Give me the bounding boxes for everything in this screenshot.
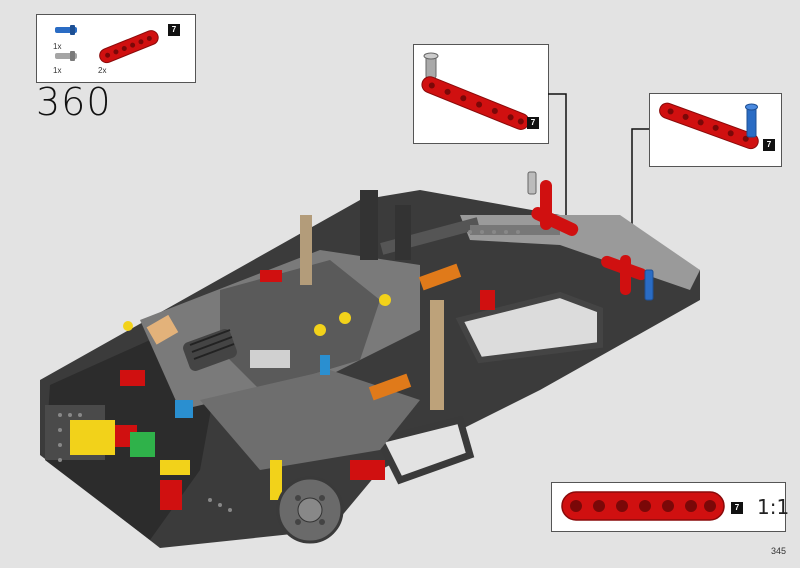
scale-length-badge: 7 [731,502,743,514]
page-number: 345 [770,546,786,556]
model-red-beams [120,180,647,510]
model-details [70,263,462,500]
shock-absorber [183,329,237,371]
sub2-length-badge: 7 [763,139,775,151]
qty-gray-pin: 1x [53,66,62,75]
qty-blue-pin: 1x [53,42,62,51]
beam-holes [58,230,520,512]
scale-label: 1:1 [757,495,790,519]
sub1-length-badge: 7 [527,117,539,129]
red-beam-icon [99,30,159,64]
gray-axle-pin-icon [55,51,77,61]
qty-red-beam: 2x [98,66,107,75]
length-badge: 7 [168,24,180,36]
callout-arrow-1 [548,93,567,222]
step-number: 360 [36,80,112,124]
model-blue-pin-icon [644,269,654,301]
scale-red-beam-icon [561,491,725,521]
sub2-red-beam-icon [659,102,759,150]
wheel-hub [276,476,344,544]
blue-axle-pin-icon [55,25,77,35]
sub2-blue-pin-icon [745,103,758,138]
model-gray-pin-icon [527,171,537,195]
